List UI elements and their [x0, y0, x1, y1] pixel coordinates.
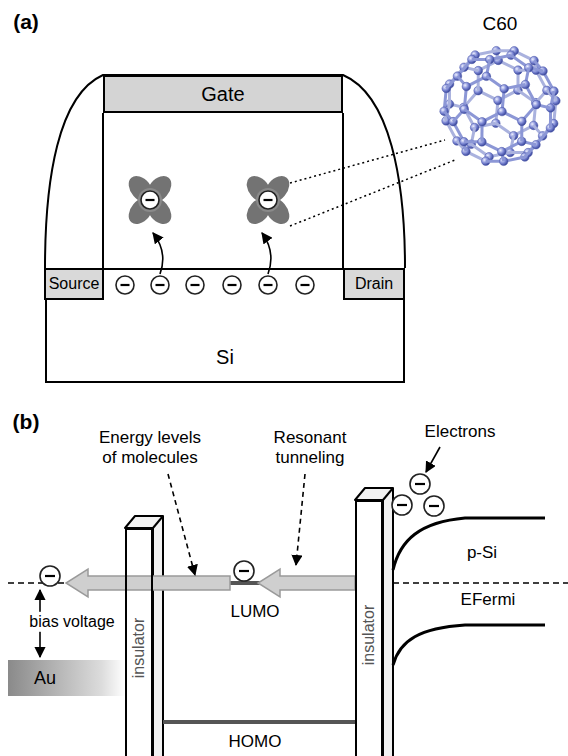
- drawing: [8, 46, 568, 756]
- node-label: insulator: [360, 605, 378, 665]
- zoom-leader: [290, 140, 445, 183]
- zoom-leader: [290, 160, 455, 226]
- minus-sign: [264, 284, 273, 286]
- insulator-face: [125, 528, 153, 756]
- minus-sign: [429, 505, 439, 507]
- pointer-arrow: [168, 474, 195, 575]
- molecule-shape: [124, 171, 177, 228]
- minus-sign: [121, 284, 130, 286]
- annotation: Resonant tunneling: [265, 428, 355, 467]
- molecule-core: [256, 188, 280, 212]
- node-label: Source: [49, 275, 100, 293]
- annotation: Energy levels of molecules: [94, 428, 206, 467]
- electron-symbol: [40, 566, 60, 586]
- flow-arrow: [258, 569, 355, 597]
- electron-circle: [151, 276, 169, 294]
- electron-symbol: [234, 561, 254, 581]
- voltage-label: bias voltage: [26, 612, 117, 632]
- electron-circle: [223, 276, 241, 294]
- c60-molecule: [440, 46, 560, 165]
- minus-sign: [397, 504, 407, 506]
- conduction-band: [393, 518, 545, 570]
- source-region: Source: [44, 268, 105, 300]
- pointer-arrow: [426, 447, 440, 472]
- minus-sign: [156, 284, 165, 286]
- electron-circle: [424, 496, 444, 516]
- electron-symbol: [259, 191, 277, 209]
- minus-sign: [146, 199, 155, 201]
- node-label: Gate: [201, 83, 244, 106]
- insulator-layer: insulator: [125, 528, 153, 756]
- insulator-face: [355, 500, 383, 756]
- c60-atom: [532, 100, 541, 109]
- level-name: HOMO: [229, 732, 282, 752]
- node-label: insulator: [130, 618, 148, 678]
- gate-electrode: Gate: [103, 75, 343, 113]
- homo-level: [163, 720, 355, 724]
- molecule-shape: [242, 171, 295, 228]
- electron-symbol: [116, 276, 134, 294]
- molecule-core: [138, 188, 162, 212]
- electron-circle: [259, 191, 277, 209]
- electron-circle: [410, 474, 430, 494]
- electron-circle: [296, 276, 314, 294]
- drain-region: Drain: [343, 268, 405, 300]
- electron-symbol: [424, 496, 444, 516]
- electron-symbol: [392, 495, 412, 515]
- annotation: Electrons: [425, 422, 496, 442]
- region-name: p-Si: [467, 543, 497, 563]
- minus-sign: [415, 483, 425, 485]
- minus-sign: [228, 284, 237, 286]
- oxide-wall: [342, 113, 344, 268]
- c60-atom: [462, 82, 471, 91]
- c60-atom: [494, 96, 503, 105]
- minus-sign: [239, 570, 249, 572]
- electron-circle: [259, 276, 277, 294]
- device-outline: [45, 75, 405, 268]
- electron-circle: [234, 561, 254, 581]
- flow-arrow: [66, 569, 230, 597]
- insulator-edge: [153, 516, 163, 528]
- insulator-side: [355, 488, 393, 756]
- minus-sign: [264, 199, 273, 201]
- valence-band: [393, 625, 545, 665]
- node-label: Si: [216, 346, 234, 369]
- insulator-edge: [383, 488, 393, 500]
- c60-atom: [497, 147, 506, 156]
- panel-letter: (b): [13, 410, 40, 434]
- c60-atom: [500, 85, 509, 94]
- electron-symbol: [141, 191, 159, 209]
- panel-letter: (a): [13, 10, 39, 34]
- gold-electrode: Au: [8, 660, 125, 696]
- oxide-wall: [102, 113, 104, 268]
- electron-symbol: [410, 474, 430, 494]
- c60-atom: [478, 118, 487, 127]
- level-name: EFermi: [461, 590, 516, 610]
- node-label: Drain: [355, 275, 393, 293]
- minus-sign: [301, 284, 310, 286]
- pointer-arrow: [296, 474, 305, 565]
- level-name: LUMO: [230, 602, 279, 622]
- electron-symbol: [186, 276, 204, 294]
- c60-atom: [498, 107, 507, 116]
- electron-circle: [141, 191, 159, 209]
- electron-symbol: [296, 276, 314, 294]
- electron-symbol: [259, 276, 277, 294]
- minus-sign: [45, 575, 55, 577]
- insulator-layer: insulator: [355, 500, 383, 756]
- electron-circle: [40, 566, 60, 586]
- electron-symbol: [223, 276, 241, 294]
- minus-sign: [191, 284, 200, 286]
- fermi-level: [393, 582, 568, 584]
- electron-circle: [186, 276, 204, 294]
- electron-symbol: [151, 276, 169, 294]
- electron-circle: [116, 276, 134, 294]
- node-label: Au: [34, 668, 56, 689]
- molecule-name: C60: [483, 13, 518, 35]
- substrate-block: Si Source Drain: [45, 268, 405, 383]
- c60-atom: [518, 117, 527, 126]
- electron-circle: [392, 495, 412, 515]
